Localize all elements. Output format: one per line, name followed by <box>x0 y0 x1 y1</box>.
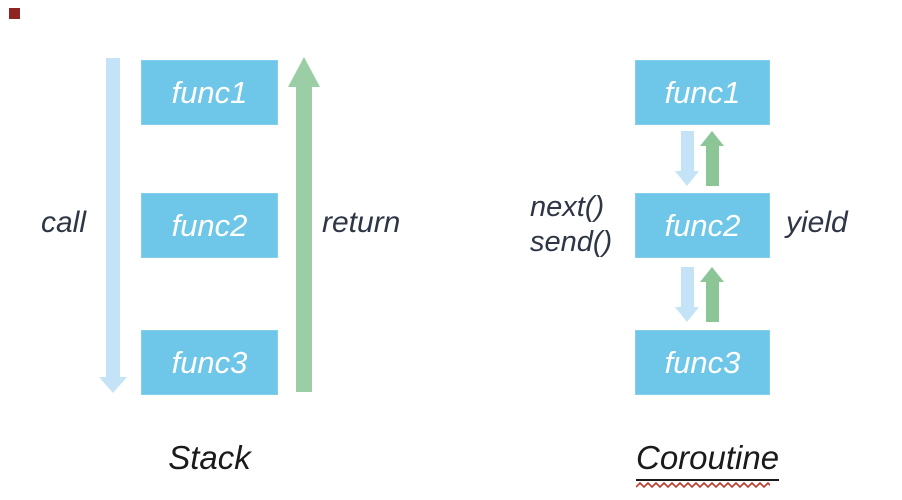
return-up-arrow <box>296 86 312 392</box>
stack-box-func3: func3 <box>141 330 278 395</box>
spellcheck-squiggle-icon <box>636 482 770 489</box>
yield-up-arrow-1 <box>706 145 719 186</box>
yield-up-arrowhead-2-icon <box>700 267 724 282</box>
yield-up-arrow-2 <box>706 281 719 322</box>
coroutine-box-func1: func1 <box>635 60 770 125</box>
return-label: return <box>322 206 401 239</box>
call-down-arrowhead-icon <box>99 377 127 393</box>
yield-up-arrowhead-1-icon <box>700 131 724 146</box>
stack-title: Stack <box>168 439 251 476</box>
coroutine-title: Coroutine <box>636 439 780 489</box>
coroutine-box-func3: func3 <box>635 330 770 395</box>
send-label: send() <box>530 226 613 258</box>
call-label: call <box>41 206 87 239</box>
coroutine-title-text: Coroutine <box>636 439 780 481</box>
next-down-arrowhead-2-icon <box>675 307 699 322</box>
call-down-arrow <box>106 58 120 377</box>
coroutine-call-labels: next() send() <box>530 190 612 260</box>
next-down-arrow-1 <box>681 131 694 171</box>
stack-box-func1: func1 <box>141 60 278 125</box>
next-down-arrowhead-1-icon <box>675 171 699 186</box>
next-label: next() <box>530 191 605 223</box>
yield-label: yield <box>786 206 848 239</box>
coroutine-box-func2: func2 <box>635 193 770 258</box>
red-corner-marker <box>9 8 20 19</box>
stack-box-func2: func2 <box>141 193 278 258</box>
return-up-arrowhead-icon <box>288 57 320 87</box>
next-down-arrow-2 <box>681 267 694 307</box>
